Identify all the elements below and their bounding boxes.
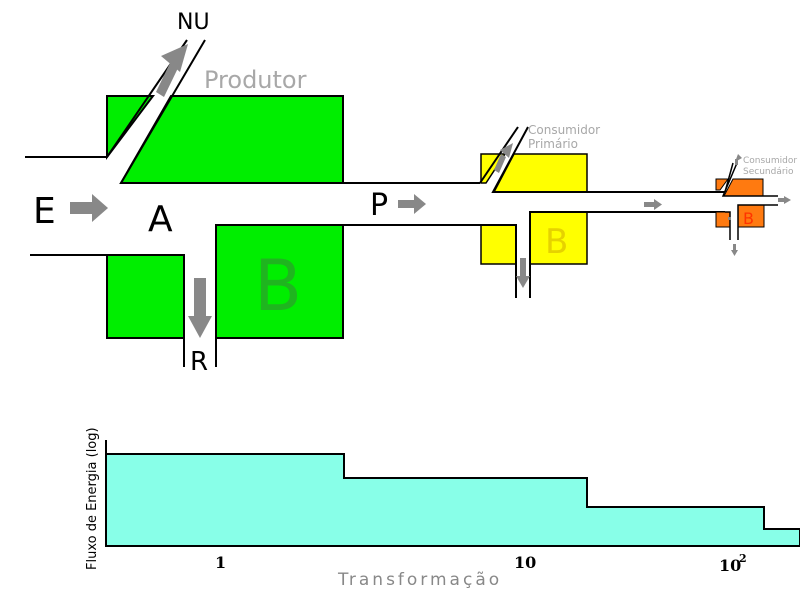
chart-xlabel: Transformação	[337, 570, 502, 590]
channel-top-line	[25, 39, 188, 158]
arrow-secondary-right-icon	[778, 196, 791, 204]
arrow-secondary-mid-icon	[728, 217, 731, 220]
label-a: A	[148, 199, 173, 240]
chart-ylabel: Fluxo de Energia (log)	[85, 427, 100, 570]
tick-label-100-base: 10	[719, 556, 741, 575]
secondary-consumer-lower-left-block	[715, 211, 731, 228]
secondary-channel-bottom-line	[725, 211, 731, 240]
primary-channel-bottom-line-2	[529, 211, 725, 298]
r-right-line	[215, 224, 480, 367]
label-b-secundario: B	[743, 209, 754, 228]
label-b-primario: B	[545, 222, 568, 262]
label-consumidor-primario-2: Primário	[528, 137, 578, 151]
primary-channel-line	[491, 126, 725, 193]
channel-bottom-line	[30, 254, 185, 367]
primary-channel-bottom-line	[480, 224, 517, 298]
label-r: R	[190, 347, 208, 377]
producer-upper-block	[119, 95, 344, 184]
label-consumidor-primario-1: Consumidor	[528, 123, 600, 137]
primary-channel-top-line	[479, 126, 519, 184]
tick-label-1: 1	[215, 553, 226, 572]
tick-label-10: 10	[514, 553, 536, 572]
label-nu: NU	[177, 10, 210, 35]
label-consumidor-secundario-1: Consumidor	[743, 156, 797, 166]
secondary-channel-bottom-line-2	[737, 204, 778, 240]
arrow-secondary-down-icon	[731, 244, 738, 256]
secondary-consumer-upper-block	[715, 178, 729, 191]
arrow-primary-up-icon	[494, 143, 513, 173]
label-produtor: Produtor	[204, 66, 307, 94]
arrow-nu-up-icon	[156, 44, 188, 97]
primary-consumer-lower-left-block	[480, 224, 517, 265]
tick-label-100-exponent: 2	[739, 552, 747, 565]
arrow-r-down-icon	[188, 278, 212, 338]
label-b-produtor: B	[254, 245, 302, 327]
label-consumidor-secundario-2: Secundário	[743, 167, 794, 177]
energy-flow-area	[105, 453, 800, 547]
arrow-secondary-up-icon	[735, 154, 742, 165]
primary-consumer-upper-right-block	[492, 153, 588, 193]
arrow-e-right-icon	[70, 194, 108, 222]
nu-right-line	[119, 39, 480, 184]
arrow-primary-down-icon	[516, 258, 530, 288]
label-p: P	[370, 188, 388, 223]
arrow-primary-right-icon	[644, 199, 662, 210]
secondary-channel-line	[721, 162, 778, 197]
label-e: E	[33, 191, 56, 232]
arrow-p-right-icon	[398, 194, 426, 214]
primary-consumer-lower-right-block	[529, 211, 588, 265]
producer-lower-left-block	[106, 254, 185, 339]
